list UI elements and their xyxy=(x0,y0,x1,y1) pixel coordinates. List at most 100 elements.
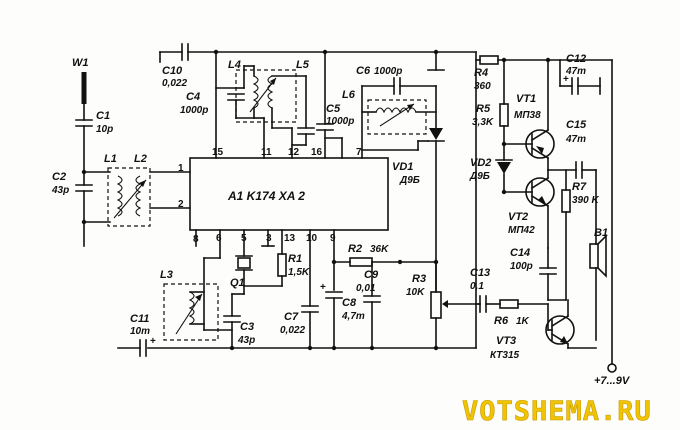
l1-label: L1 xyxy=(104,153,117,165)
vd2-value: Д9Б xyxy=(469,171,490,182)
vd1-diode-icon xyxy=(429,128,443,140)
c9-value: 0,01 xyxy=(356,283,376,294)
l2-coil-icon xyxy=(135,175,142,217)
r7-value: 390 K xyxy=(572,195,599,206)
c3-value: 43p xyxy=(237,335,255,346)
r6-resistor-icon xyxy=(499,299,519,309)
ic-pin-9: 9 xyxy=(330,233,336,244)
r6-label: R6 xyxy=(494,315,509,327)
r2-value: 36K xyxy=(370,244,389,255)
vd1-label: VD1 xyxy=(392,161,413,173)
c14-label: C14 xyxy=(510,247,530,259)
vd2-label: VD2 xyxy=(470,157,491,169)
r1-resistor-icon xyxy=(277,253,287,277)
ic-pin-2: 2 xyxy=(178,199,184,210)
l5-label: L5 xyxy=(296,59,310,71)
l3-coil-icon xyxy=(188,291,195,325)
l6-shield xyxy=(367,99,427,135)
vt2-label: VT2 xyxy=(508,211,528,223)
c10-label: C10 xyxy=(162,65,183,77)
c8-plus: + xyxy=(320,282,326,293)
r2-resistor-icon xyxy=(349,257,373,267)
ic-pin-3: 3 xyxy=(266,233,272,244)
watermark: VOTSHEMA.RU xyxy=(462,396,652,427)
vt1-value: МП38 xyxy=(514,110,541,121)
b1-speaker-icon xyxy=(589,243,599,269)
c1-label: C1 xyxy=(96,110,110,122)
l6-label: L6 xyxy=(342,89,356,101)
c4-label: C4 xyxy=(186,91,200,103)
c10-value: 0,022 xyxy=(162,78,187,89)
vt1-label: VT1 xyxy=(516,93,536,105)
r4-value: 360 xyxy=(474,81,491,92)
c12-label: C12 xyxy=(566,53,586,65)
l3-label: L3 xyxy=(160,269,173,281)
c12-value: 47m xyxy=(565,66,586,77)
vd1-value: Д9Б xyxy=(399,175,420,186)
c8-value: 4,7m xyxy=(341,311,365,322)
c7-value: 0,022 xyxy=(280,325,305,336)
r1-label: R1 xyxy=(288,253,302,265)
vt2-value: МП42 xyxy=(508,225,535,236)
c6-value: 1000p xyxy=(374,66,402,77)
c15-value: 47m xyxy=(565,134,586,145)
q1-label: Q1 xyxy=(230,277,245,289)
r7-label: R7 xyxy=(572,181,587,193)
c5-value: 1000p xyxy=(326,116,354,127)
c12-plus: + xyxy=(563,74,569,85)
ic-pin-6: 6 xyxy=(216,233,222,244)
c11-label: C11 xyxy=(130,313,149,325)
c2-label: C2 xyxy=(52,171,66,183)
ic-pin-1: 1 xyxy=(178,163,184,174)
w1-label: W1 xyxy=(72,57,89,69)
l6-coil-icon xyxy=(375,107,417,114)
vd2-diode-icon xyxy=(497,162,511,174)
c13-value: 0,1 xyxy=(470,281,484,292)
l2-label: L2 xyxy=(134,153,147,165)
c3-label: C3 xyxy=(240,321,254,333)
c4-value: 1000p xyxy=(180,105,208,116)
r1-value: 1,5K xyxy=(288,267,310,278)
ic-pin-12: 12 xyxy=(288,147,300,158)
r6-value: 1K xyxy=(516,316,530,327)
c7-label: C7 xyxy=(284,311,299,323)
c9-label: C9 xyxy=(364,269,379,281)
q1-crystal-icon xyxy=(237,257,251,269)
c6-label: C6 xyxy=(356,65,371,77)
l1-coil-icon xyxy=(116,175,123,217)
vt3-transistor-icon xyxy=(545,315,575,345)
c1-value: 10p xyxy=(96,124,113,135)
l5-coil-icon xyxy=(267,75,274,109)
r3-label: R3 xyxy=(412,273,426,285)
c5-label: C5 xyxy=(326,103,341,115)
c11-plus: + xyxy=(150,336,156,347)
r2-label: R2 xyxy=(348,243,362,255)
vt3-value: КТ315 xyxy=(490,350,520,361)
vt3-label: VT3 xyxy=(496,335,516,347)
r5-label: R5 xyxy=(476,103,491,115)
l1-l2-shield xyxy=(107,167,151,227)
ic-pin-15: 15 xyxy=(212,147,224,158)
l4-l5-shield xyxy=(235,69,297,123)
c14-value: 100p xyxy=(510,261,533,272)
ic-label: A1 K174 XA 2 xyxy=(227,189,305,203)
c15-label: C15 xyxy=(566,119,587,131)
r3-value: 10K xyxy=(406,287,425,298)
c11-value: 10m xyxy=(130,326,150,337)
ic-pin-7: 7 xyxy=(356,147,362,158)
l4-label: L4 xyxy=(228,59,241,71)
ic-pin-10: 10 xyxy=(306,233,318,244)
r4-resistor-icon xyxy=(479,55,499,65)
c2-value: 43p xyxy=(51,185,69,196)
ic-pin-16: 16 xyxy=(311,147,323,158)
power-terminal xyxy=(607,363,617,373)
c13-label: C13 xyxy=(470,267,490,279)
r3-potentiometer-icon xyxy=(430,291,442,319)
ic-pin-11: 11 xyxy=(261,147,272,158)
c8-label: C8 xyxy=(342,297,357,309)
ic-pin-13: 13 xyxy=(284,233,296,244)
r5-resistor-icon xyxy=(499,103,509,127)
r4-label: R4 xyxy=(474,67,488,79)
